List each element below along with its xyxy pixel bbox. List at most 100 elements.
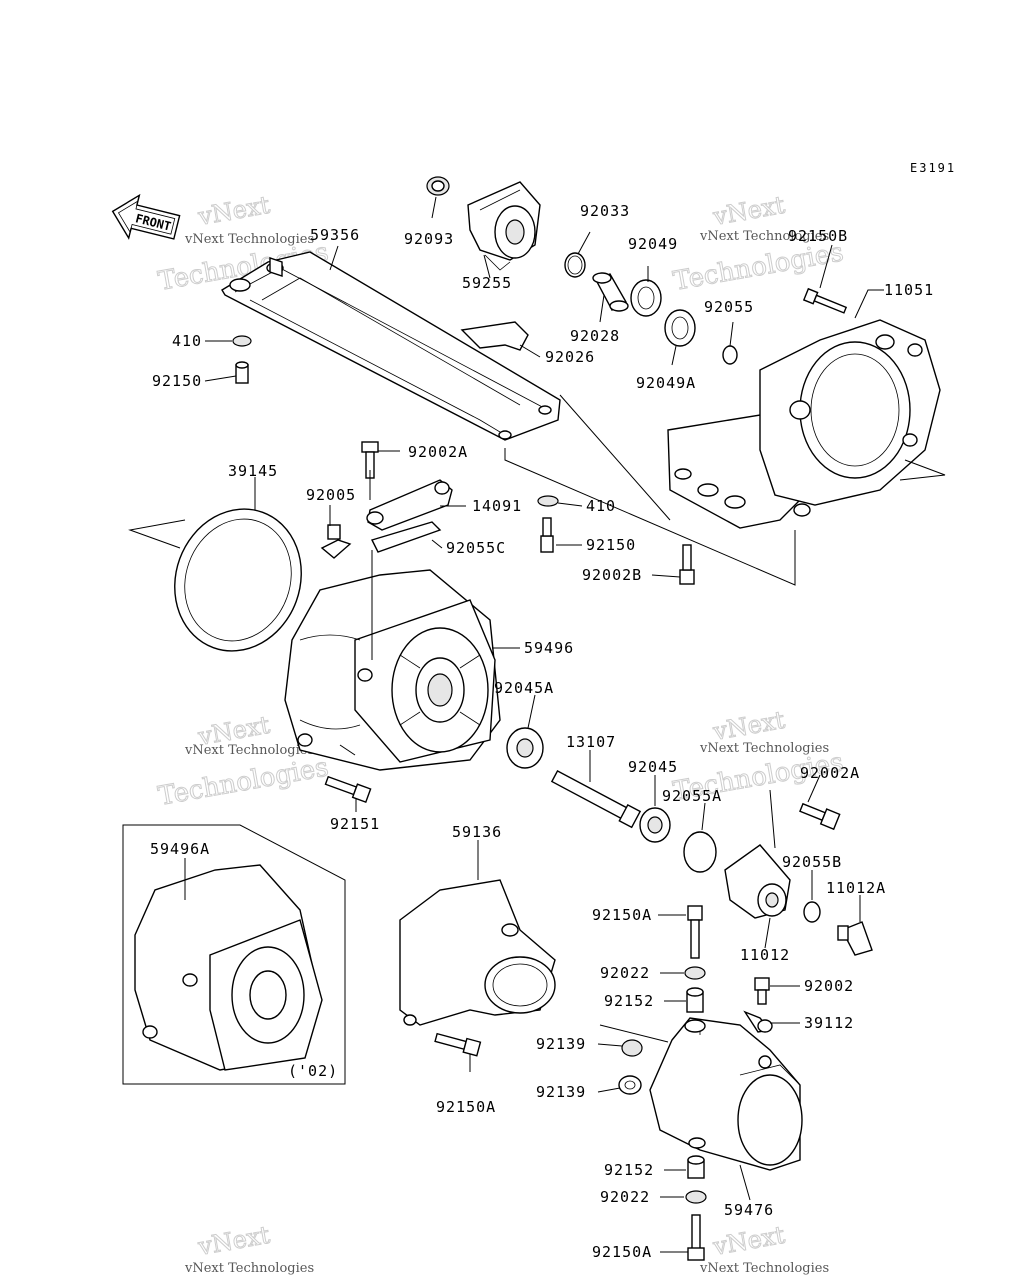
oil-seal-92049A — [664, 309, 696, 347]
washer-410-a — [232, 335, 252, 347]
cap-11012 — [724, 844, 791, 919]
washer-410-b — [537, 495, 559, 507]
bearing-92045A — [506, 727, 544, 769]
shaft-13107 — [550, 769, 642, 829]
front-arrow-icon: FRONT — [111, 193, 181, 240]
oil-seal-92049 — [630, 279, 662, 317]
label-59356: 59356 — [310, 226, 360, 244]
fitting-92005 — [320, 524, 352, 559]
label-92005: 92005 — [306, 486, 356, 504]
bushing-92139-a — [621, 1039, 643, 1057]
plate-92026 — [460, 321, 529, 351]
steering-nozzle-59476 — [649, 1017, 803, 1171]
label-92139-b: 92139 — [536, 1083, 586, 1101]
label-39145: 39145 — [228, 462, 278, 480]
bushing-92139-b — [618, 1075, 642, 1095]
leader-lines — [128, 196, 946, 1253]
washer-92022-a — [684, 966, 706, 980]
bolt-92150-b — [540, 517, 554, 553]
o-ring-92055 — [722, 345, 738, 365]
label-92150A-c: 92150A — [592, 1243, 652, 1261]
label-92022-a: 92022 — [600, 964, 650, 982]
label-410-b: 410 — [586, 497, 616, 515]
svg-text:vNext Technologies: vNext Technologies — [699, 229, 829, 244]
label-92045A: 92045A — [494, 679, 554, 697]
label-92002A-a: 92002A — [408, 443, 468, 461]
label-410-a: 410 — [172, 332, 202, 350]
label-11012A: 11012A — [826, 879, 886, 897]
collar-92028 — [592, 272, 629, 312]
label-59496: 59496 — [524, 639, 574, 657]
bolt-92150A-b — [434, 1032, 482, 1057]
collar-92152-b — [687, 1155, 705, 1179]
label-92049A: 92049A — [636, 374, 696, 392]
label-92139-a: 92139 — [536, 1035, 586, 1053]
label-59255: 59255 — [462, 274, 512, 292]
clip-39112 — [743, 1010, 773, 1033]
svg-text:vNext: vNext — [195, 1221, 272, 1261]
pump-housing-59496 — [284, 569, 501, 771]
bolt-92150A-a — [687, 905, 703, 959]
bolt-92150B — [802, 287, 848, 314]
label-92093: 92093 — [404, 230, 454, 248]
bolt-92150-a — [235, 361, 249, 384]
label-11012: 11012 — [740, 946, 790, 964]
svg-text:Technologies: Technologies — [156, 752, 331, 811]
svg-text:vNext Technologies: vNext Technologies — [184, 743, 314, 758]
part-labels: 59356 92093 59255 92033 92049 92150B 110… — [150, 202, 934, 1261]
label-92150A-a: 92150A — [592, 906, 652, 924]
label-92055C: 92055C — [446, 539, 506, 557]
gasket-92055C — [371, 521, 442, 553]
label-92055B: 92055B — [782, 853, 842, 871]
label-92150A-b: 92150A — [436, 1098, 496, 1116]
label-92055: 92055 — [704, 298, 754, 316]
bolt-92151 — [324, 775, 372, 804]
label-92022-b: 92022 — [600, 1188, 650, 1206]
label-13107: 13107 — [566, 733, 616, 751]
ring-39145 — [174, 508, 302, 652]
svg-text:Technologies: Technologies — [671, 237, 846, 296]
label-92033: 92033 — [580, 202, 630, 220]
label-92002: 92002 — [804, 977, 854, 995]
seal-92093 — [426, 176, 450, 196]
bracket-14091 — [366, 479, 453, 531]
variant-note: ('02) — [288, 1062, 338, 1080]
cone-11012A — [837, 921, 873, 956]
o-ring-92055A — [683, 831, 717, 873]
collar-92152-a — [686, 987, 704, 1013]
label-92002A-b: 92002A — [800, 764, 860, 782]
pump-case-11051 — [667, 319, 941, 529]
label-92049: 92049 — [628, 235, 678, 253]
bearing-92045 — [639, 807, 671, 843]
label-92152-b: 92152 — [604, 1161, 654, 1179]
label-14091: 14091 — [472, 497, 522, 515]
svg-text:vNext: vNext — [195, 191, 272, 231]
label-92152-a: 92152 — [604, 992, 654, 1010]
svg-text:vNext Technologies: vNext Technologies — [184, 232, 314, 247]
label-92026: 92026 — [545, 348, 595, 366]
svg-text:vNext: vNext — [710, 1221, 787, 1261]
label-92002B: 92002B — [582, 566, 642, 584]
svg-text:vNext: vNext — [710, 191, 787, 231]
label-11051: 11051 — [884, 281, 934, 299]
label-92055A: 92055A — [662, 787, 722, 805]
label-92150B: 92150B — [788, 227, 848, 245]
bolt-92002A-b — [799, 802, 841, 831]
variant-box-59496A: ('02) — [122, 824, 346, 1085]
nozzle-59136 — [399, 879, 556, 1026]
svg-text:vNext Technologies: vNext Technologies — [699, 741, 829, 756]
circlip — [564, 252, 586, 278]
impeller — [467, 181, 541, 271]
label-92150-a: 92150 — [152, 372, 202, 390]
svg-text:vNext Technologies: vNext Technologies — [699, 1261, 829, 1276]
washer-92022-b — [685, 1190, 707, 1204]
label-92045: 92045 — [628, 758, 678, 776]
bolt-92150A-c — [687, 1214, 705, 1261]
label-92150-b: 92150 — [586, 536, 636, 554]
label-92151: 92151 — [330, 815, 380, 833]
label-59136: 59136 — [452, 823, 502, 841]
label-92028: 92028 — [570, 327, 620, 345]
bolt-92002B — [679, 544, 695, 585]
pump-mounting-plate — [221, 251, 561, 441]
